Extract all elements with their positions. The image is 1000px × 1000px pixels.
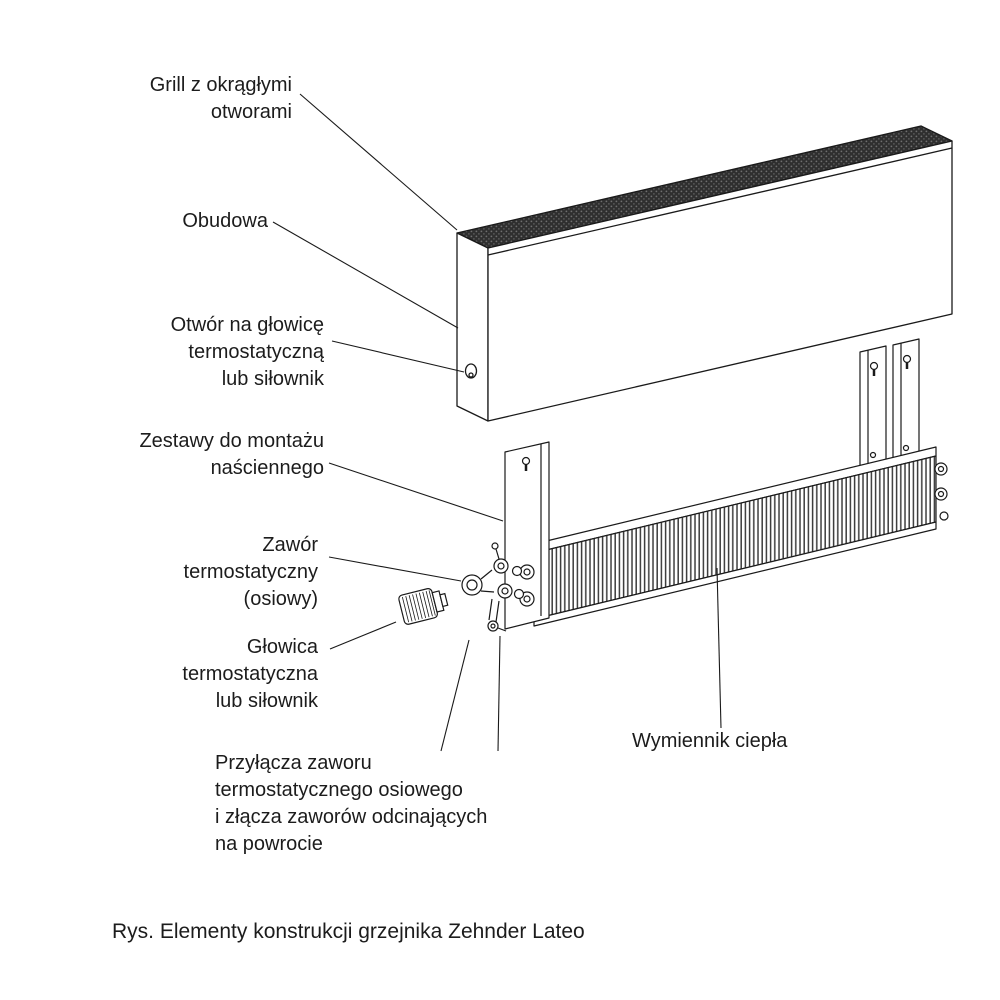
thermostatic-head-drawing <box>398 588 449 625</box>
leader-lines <box>272 93 722 752</box>
label-otwor-glowica: Otwór na głowicę termostatyczną lub siło… <box>170 314 324 390</box>
casing-front-face <box>487 140 953 422</box>
leader-line-grill <box>299 93 458 231</box>
leader-line-glowica <box>329 621 397 650</box>
figure-caption: Rys. Elementy konstrukcji grzejnika Zehn… <box>112 920 585 943</box>
leader-line-zawor <box>328 556 462 582</box>
leader-line-przylacza-1 <box>440 639 470 752</box>
thermostat-hole-drawing <box>464 363 478 379</box>
label-grill: Grill z okrągłymi otworami <box>149 74 292 123</box>
label-wymiennik: Wymiennik ciepła <box>632 730 788 752</box>
leader-line-wymiennik <box>716 567 722 729</box>
label-zawor: Zawór termostatyczny (osiowy) <box>183 534 318 610</box>
wall-brackets-right-drawing <box>859 338 920 479</box>
label-glowica: Głowica termostatyczna lub siłownik <box>182 636 318 712</box>
leader-line-zestawy <box>328 462 504 522</box>
label-przylacza: Przyłącza zaworu termostatycznego osiowe… <box>215 752 488 855</box>
label-obudowa: Obudowa <box>182 210 268 232</box>
leader-line-otwor <box>331 340 465 373</box>
heat-exchanger-drawing <box>533 446 949 627</box>
casing-drawing <box>456 125 953 422</box>
leader-line-przylacza-2 <box>497 635 501 752</box>
valve-drawing <box>461 542 535 632</box>
leader-line-obudowa <box>272 221 459 329</box>
casing-left-end <box>456 232 489 422</box>
label-zestawy-montaz: Zestawy do montażu naściennego <box>139 430 324 479</box>
